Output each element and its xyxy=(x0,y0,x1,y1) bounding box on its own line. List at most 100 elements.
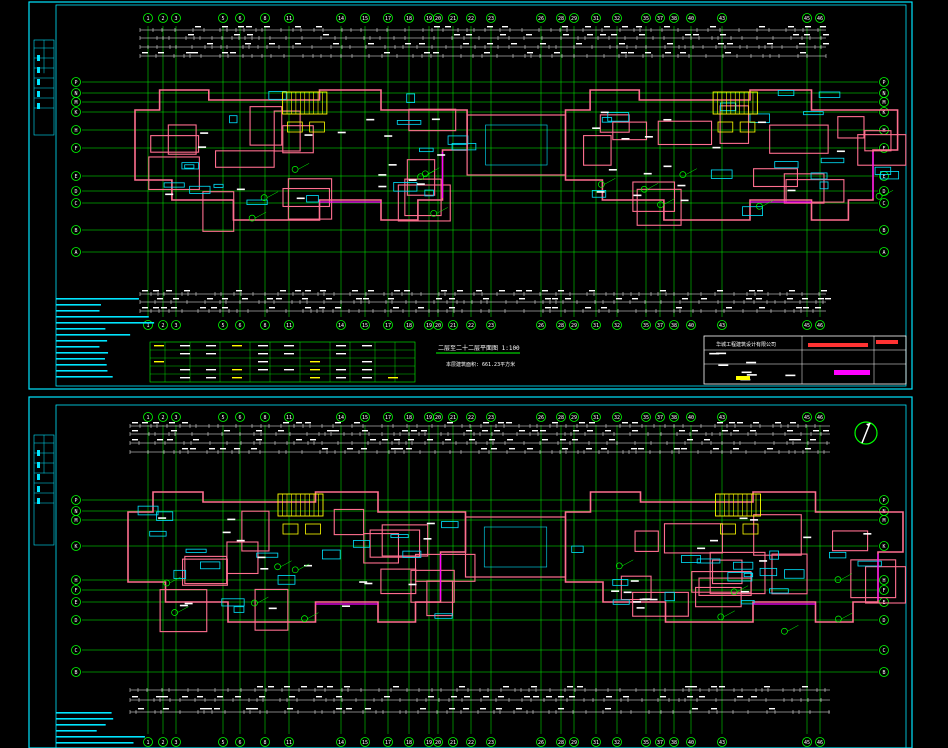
grid-column-label: 46 xyxy=(817,323,823,329)
grid-bubble xyxy=(686,320,696,330)
grid-bubble xyxy=(879,97,889,107)
grid-row-label: C xyxy=(74,201,77,207)
grid-bubble xyxy=(404,412,414,422)
grid-column-label: 3 xyxy=(174,323,177,329)
grid-column-label: 38 xyxy=(671,415,677,421)
grid-bubble xyxy=(71,615,81,625)
grid-column-label: 1 xyxy=(146,16,149,22)
grid-row-label: K xyxy=(882,110,885,116)
grid-bubble xyxy=(158,13,168,23)
grid-column-label: 22 xyxy=(468,415,474,421)
grid-bubble xyxy=(466,13,476,23)
grid-column-label: 19 xyxy=(426,323,432,329)
grid-bubble xyxy=(612,13,622,23)
grid-row-label: C xyxy=(882,201,885,207)
grid-bubble xyxy=(71,186,81,196)
grid-bubble xyxy=(71,541,81,551)
grid-column-label: 46 xyxy=(817,16,823,22)
grid-bubble xyxy=(556,320,566,330)
grid-column-label: 29 xyxy=(571,740,577,746)
upper-sheet-frame xyxy=(28,1,913,390)
grid-bubble xyxy=(556,13,566,23)
grid-bubble xyxy=(218,412,228,422)
grid-column-label: 3 xyxy=(174,415,177,421)
grid-row-label: F xyxy=(74,146,77,152)
grid-column-label: 40 xyxy=(688,415,694,421)
lower-grid-columns: 1122335566881111141415151717181819192020… xyxy=(143,412,825,747)
grid-column-label: 11 xyxy=(286,740,292,746)
grid-row-label: F xyxy=(74,588,77,594)
grid-row-label: D xyxy=(74,189,77,195)
grid-column-label: 29 xyxy=(571,415,577,421)
title-block: 华城工程建筑设计有限公司 xyxy=(703,335,907,385)
grid-bubble xyxy=(218,320,228,330)
grid-bubble xyxy=(360,737,370,747)
grid-row-label: M xyxy=(882,100,885,106)
grid-bubble xyxy=(879,645,889,655)
grid-bubble xyxy=(235,737,245,747)
grid-bubble xyxy=(71,143,81,153)
grid-column-label: 17 xyxy=(385,740,391,746)
grid-column-label: 31 xyxy=(593,740,599,746)
grid-bubble xyxy=(404,320,414,330)
lower-left-strip xyxy=(33,434,55,546)
grid-bubble xyxy=(336,13,346,23)
grid-column-label: 5 xyxy=(221,323,224,329)
grid-column-label: 35 xyxy=(643,323,649,329)
grid-bubble xyxy=(260,737,270,747)
grid-column-label: 1 xyxy=(146,323,149,329)
grid-bubble xyxy=(879,585,889,595)
grid-column-label: 23 xyxy=(488,16,494,22)
grid-bubble xyxy=(556,737,566,747)
grid-column-label: 29 xyxy=(571,323,577,329)
grid-column-label: 8 xyxy=(263,740,266,746)
upper-dimension-lines xyxy=(139,26,831,313)
grid-bubble xyxy=(486,412,496,422)
grid-row-label: E xyxy=(74,174,77,180)
grid-bubble xyxy=(686,737,696,747)
grid-bubble xyxy=(486,13,496,23)
grid-bubble xyxy=(686,412,696,422)
grid-bubble xyxy=(879,575,889,585)
grid-bubble xyxy=(235,13,245,23)
grid-bubble xyxy=(433,412,443,422)
grid-column-label: 46 xyxy=(817,415,823,421)
grid-bubble xyxy=(879,541,889,551)
grid-bubble xyxy=(404,13,414,23)
grid-bubble xyxy=(569,737,579,747)
grid-row-label: K xyxy=(74,544,77,550)
grid-bubble xyxy=(360,13,370,23)
grid-bubble xyxy=(71,645,81,655)
grid-column-label: 43 xyxy=(719,323,725,329)
grid-bubble xyxy=(171,412,181,422)
grid-column-label: 37 xyxy=(657,415,663,421)
grid-row-label: M xyxy=(74,100,77,106)
title-block-company: 华城工程建筑设计有限公司 xyxy=(716,341,776,348)
grid-column-label: 35 xyxy=(643,16,649,22)
grid-column-label: 11 xyxy=(286,323,292,329)
grid-bubble xyxy=(655,320,665,330)
grid-bubble xyxy=(879,77,889,87)
lower-notes-block xyxy=(56,712,145,744)
grid-bubble xyxy=(669,737,679,747)
grid-column-label: 17 xyxy=(385,415,391,421)
grid-column-label: 23 xyxy=(488,740,494,746)
grid-column-label: 19 xyxy=(426,415,432,421)
grid-bubble xyxy=(383,13,393,23)
grid-row-label: B xyxy=(882,670,885,676)
grid-column-label: 38 xyxy=(671,16,677,22)
grid-bubble xyxy=(486,320,496,330)
grid-column-label: 18 xyxy=(406,415,412,421)
grid-bubble xyxy=(260,320,270,330)
grid-row-label: M xyxy=(74,518,77,524)
grid-row-label: N xyxy=(74,509,77,515)
grid-bubble xyxy=(655,13,665,23)
grid-row-label: M xyxy=(882,518,885,524)
grid-bubble xyxy=(171,737,181,747)
grid-column-label: 32 xyxy=(614,415,620,421)
grid-bubble xyxy=(158,737,168,747)
grid-column-label: 20 xyxy=(435,16,441,22)
grid-column-label: 31 xyxy=(593,415,599,421)
